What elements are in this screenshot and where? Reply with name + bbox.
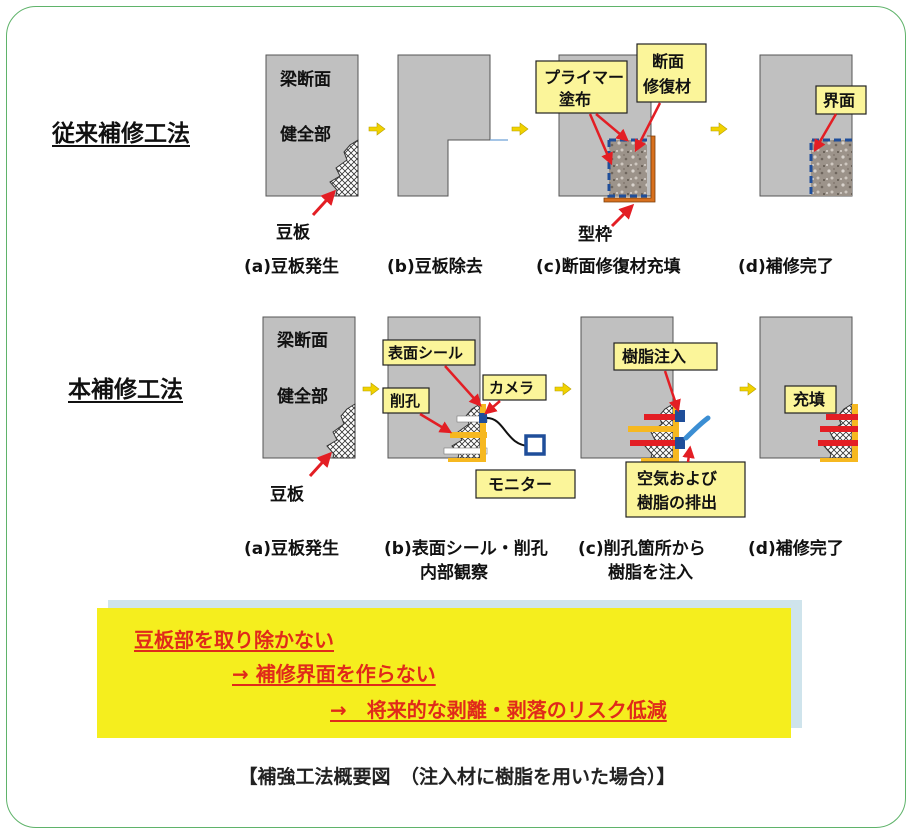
- sound-part-label: 健全部: [280, 124, 331, 145]
- resin-channel: [644, 414, 678, 420]
- formwork-pointer: [610, 203, 635, 228]
- flow-arrow-icon: [511, 122, 529, 136]
- new-caption-c-line1: (c)削孔箇所から: [578, 538, 706, 559]
- beam-section-label: 梁断面: [279, 69, 331, 90]
- beam-section-label: 梁断面: [276, 330, 328, 351]
- new-step-a: 梁断面 健全部 豆板: [262, 316, 356, 505]
- interface-line: [809, 138, 852, 196]
- surface-seal-pointer: [444, 365, 482, 407]
- repair-material-fill: [609, 140, 647, 196]
- camera-label: カメラ: [489, 379, 534, 397]
- new-caption-b-line2: 内部観察: [420, 562, 489, 583]
- conv-caption-b: (b)豆板除去: [387, 256, 483, 277]
- resin-filled-channel: [818, 440, 858, 446]
- interface-label: 界面: [823, 91, 855, 110]
- honeycomb-label: 豆板: [276, 222, 311, 243]
- outer-frame: [6, 6, 906, 828]
- camera-cable: [486, 417, 531, 447]
- conv-caption-c: (c)断面修復材充填: [536, 256, 681, 277]
- honeycomb-label: 豆板: [270, 484, 305, 505]
- figure-caption: 【補強工法概要図 （注入材に樹脂を用いた場合）】: [238, 766, 676, 788]
- drilling-label: 削孔: [390, 392, 420, 410]
- monitor-label: モニター: [488, 475, 552, 494]
- resin-injection-pointer: [663, 370, 681, 413]
- flow-arrow-icon: [710, 122, 728, 136]
- conv-step-d: 界面: [759, 54, 867, 197]
- new-caption-d: (d)補修完了: [748, 538, 844, 559]
- primer-pointer: [588, 113, 613, 166]
- new-caption-b-line1: (b)表面シール・削孔: [384, 538, 548, 559]
- repair-label-line2: 修復材: [642, 77, 691, 96]
- exhaust-label-line2: 樹脂の排出: [637, 493, 717, 512]
- honeycomb-pointer: [308, 451, 333, 478]
- method-diagram: 梁断面 健全部 豆板 プライマー 塗布 断面 修復材 型枠: [244, 43, 867, 583]
- resin-injection-callout: [613, 342, 718, 371]
- sound-part-label: 健全部: [277, 386, 328, 407]
- banner-line-1: 豆板部を取り除かない: [134, 628, 334, 652]
- repair-material-callout: [636, 43, 707, 103]
- camera-callout: [482, 374, 547, 401]
- resin-channel: [628, 426, 678, 432]
- monitor-callout: [475, 469, 576, 499]
- interface-callout: [815, 85, 867, 115]
- benefit-banner: 豆板部を取り除かない → 補修界面を作らない → 将来的な剥離・剥落のリスク低減: [97, 608, 791, 738]
- conv-step-b: [397, 54, 508, 197]
- conventional-method-title: 従来補修工法: [52, 121, 190, 147]
- resin-injection-label: 樹脂注入: [622, 347, 686, 366]
- surface-seal-label: 表面シール: [388, 344, 463, 362]
- conv-caption-d: (d)補修完了: [738, 256, 834, 277]
- surface-seal: [448, 404, 486, 462]
- exhaust-pointer: [682, 445, 695, 463]
- new-step-c: 樹脂注入 空気および 樹脂の排出: [580, 316, 746, 518]
- removed-section-block: [397, 54, 491, 197]
- banner-line-3: → 将来的な剥離・剥落のリスク低減: [330, 698, 667, 722]
- drilling-pointer: [419, 412, 453, 434]
- formwork-frame: [603, 135, 656, 203]
- primer-label-line1: プライマー: [544, 68, 624, 87]
- honeycomb-defect: [326, 403, 356, 459]
- filling-callout: [784, 385, 837, 414]
- new-step-d: 充填: [759, 316, 858, 462]
- new-caption-c-line2: 樹脂を注入: [608, 562, 693, 583]
- conv-step-a: 梁断面 健全部 豆板: [265, 54, 359, 243]
- surface-seal: [820, 404, 858, 462]
- resin-filled-channel: [820, 426, 858, 432]
- flow-arrow-icon: [554, 382, 572, 396]
- monitor-icon: [524, 434, 546, 456]
- new-step-b: 表面シール 削孔 カメラ モニター: [382, 316, 576, 499]
- drill-hole: [450, 432, 487, 438]
- resin-filled-channel: [826, 414, 858, 420]
- new-method-title: 本補修工法: [68, 377, 183, 403]
- injection-nozzle: [675, 437, 685, 449]
- honeycomb-defect: [329, 139, 359, 197]
- new-caption-a: (a)豆板発生: [244, 538, 339, 559]
- resin-channel: [630, 440, 678, 446]
- honeycomb-pointer: [311, 189, 337, 217]
- primer-label-line2: 塗布: [559, 90, 591, 109]
- camera-head: [479, 413, 487, 423]
- surface-seal-callout: [382, 339, 476, 366]
- formwork-label: 型枠: [578, 224, 612, 245]
- repair-label-line1: 断面: [652, 52, 684, 71]
- primer-callout: [535, 60, 628, 114]
- flow-arrow-icon: [362, 382, 380, 396]
- conv-caption-a: (a)豆板発生: [244, 256, 339, 277]
- interface-pointer: [813, 113, 838, 153]
- injection-nozzle: [675, 410, 685, 422]
- filling-label: 充填: [793, 390, 825, 409]
- conv-step-c: プライマー 塗布 断面 修復材 型枠: [535, 43, 707, 245]
- flow-arrow-icon: [368, 122, 386, 136]
- camera-pointer: [484, 400, 501, 415]
- drill-hole: [443, 447, 488, 455]
- drilling-callout: [382, 387, 430, 414]
- flow-arrow-icon: [739, 382, 757, 396]
- exhaust-tube: [683, 415, 711, 441]
- primer-pointer: [595, 113, 629, 142]
- banner-line-2: → 補修界面を作らない: [232, 662, 436, 686]
- repair-material-pointer: [634, 102, 662, 153]
- exhaust-callout: [625, 461, 746, 518]
- exhaust-label-line1: 空気および: [637, 469, 718, 488]
